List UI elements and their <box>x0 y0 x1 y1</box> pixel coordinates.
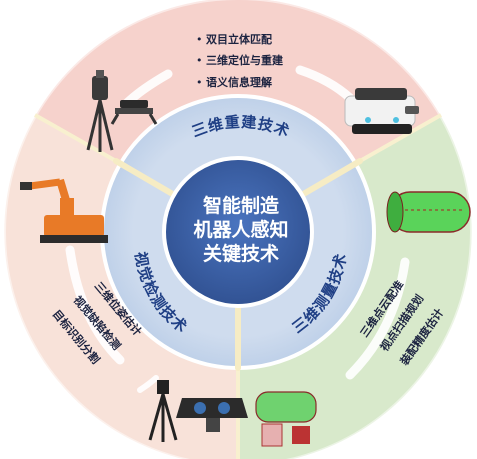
pointcloud-cylinder-image <box>386 191 471 233</box>
center-title: 智能制造 机器人感知 关键技术 <box>158 194 324 266</box>
reconstruction-item-list: • 双目立体匹配 • 三维定位与重建 • 语义信息理解 <box>196 32 284 89</box>
flow-arrow-bottom-left <box>137 375 159 393</box>
flow-arrow-right <box>345 257 410 380</box>
spoke-top-left <box>113 158 179 199</box>
divider-top-left <box>34 113 117 163</box>
reconstruction-item-2: 三维定位与重建 <box>206 53 284 67</box>
reconstruction-item-1: 双目立体匹配 <box>206 32 272 46</box>
handheld-3d-scanner-image <box>176 398 248 432</box>
divider-top-right <box>359 113 442 163</box>
bullet: • <box>196 76 203 89</box>
center-title-line-1: 智能制造 <box>202 195 279 217</box>
tripod-camera-image <box>86 70 114 152</box>
pointcloud-parts-image <box>255 391 317 447</box>
tripod-scanner-image <box>148 380 178 442</box>
industrial-robot-arm-image <box>20 178 108 243</box>
bullet: • <box>196 54 203 67</box>
reconstruction-item-3: 语义信息理解 <box>206 75 272 89</box>
flow-arrow-left <box>65 245 125 365</box>
center-title-line-2: 机器人感知 <box>193 219 289 241</box>
bullet: • <box>196 33 203 46</box>
flow-arrow-top-right <box>295 65 355 103</box>
scanner-stand-image <box>110 100 158 125</box>
center-circle <box>162 156 314 308</box>
spoke-top-right <box>297 158 363 199</box>
center-title-line-3: 关键技术 <box>202 243 279 265</box>
mobile-robot-image <box>344 88 419 134</box>
outer-ring-edge <box>4 0 472 459</box>
